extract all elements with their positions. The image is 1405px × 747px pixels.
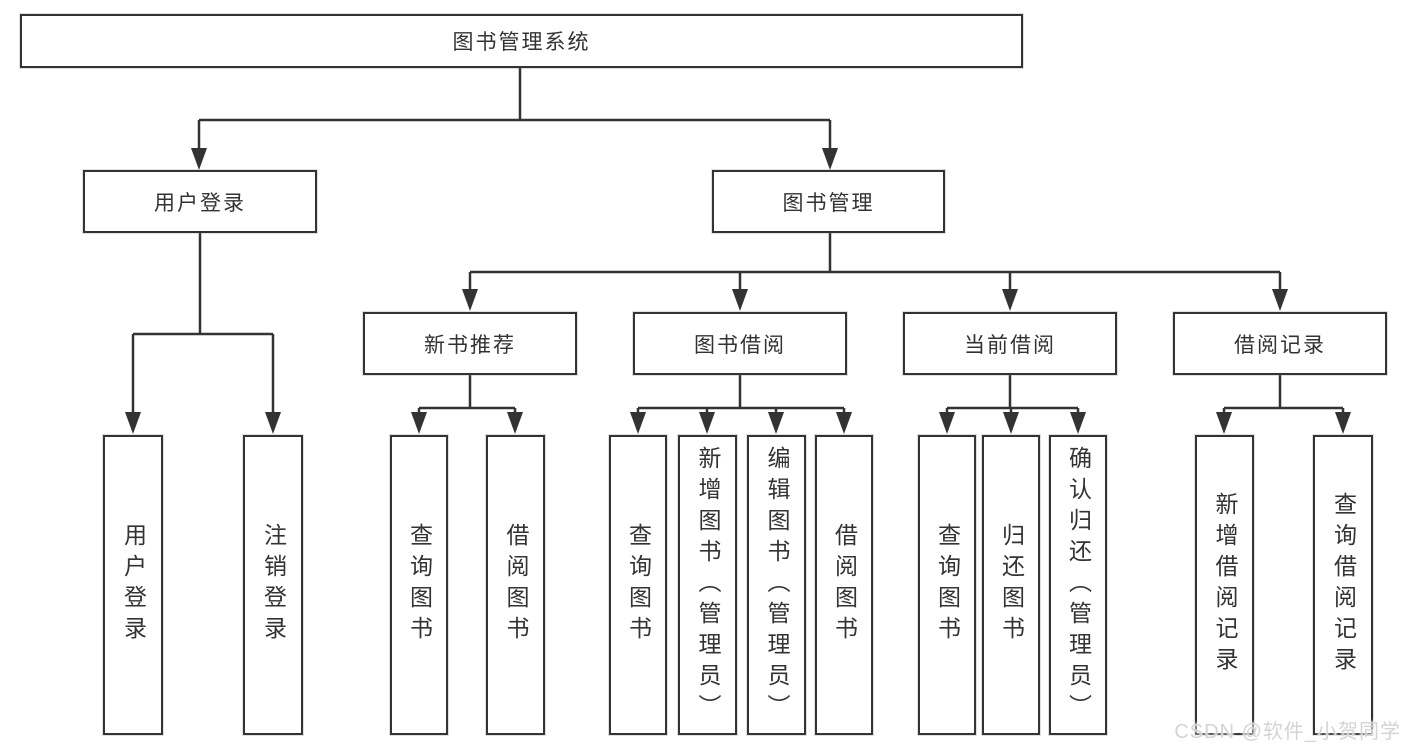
node-label: 图书管理系统 bbox=[452, 31, 591, 54]
node-label: 用户登录 bbox=[154, 191, 246, 215]
node-label: 图书管理 bbox=[782, 191, 875, 215]
leaf-add-books-admin: 新增图书（管理员） bbox=[678, 435, 737, 735]
leaf-query-borrow-record: 查询借阅记录 bbox=[1313, 435, 1373, 735]
leaf-label: 借阅图书 bbox=[831, 523, 858, 647]
leaf-label: 归还图书 bbox=[998, 523, 1025, 647]
leaf-query-books-recommend: 查询图书 bbox=[390, 435, 448, 735]
leaf-edit-books-admin: 编辑图书（管理员） bbox=[747, 435, 806, 735]
node-library-management-system: 图书管理系统 bbox=[20, 14, 1023, 68]
leaf-confirm-return-admin: 确认归还（管理员） bbox=[1049, 435, 1107, 735]
leaf-add-borrow-record: 新增借阅记录 bbox=[1195, 435, 1254, 735]
node-book-management: 图书管理 bbox=[712, 170, 945, 233]
leaf-label: 查询图书 bbox=[625, 523, 652, 647]
leaf-logout: 注销登录 bbox=[243, 435, 303, 735]
watermark: CSDN @软件_小贺同学 bbox=[1174, 721, 1401, 743]
leaf-label: 确认归还（管理员） bbox=[1065, 445, 1092, 725]
node-book-borrowing: 图书借阅 bbox=[633, 312, 847, 375]
leaf-label: 借阅图书 bbox=[503, 523, 529, 647]
leaf-query-books-borrowing: 查询图书 bbox=[609, 435, 667, 735]
node-label: 当前借阅 bbox=[964, 333, 1056, 357]
leaf-label: 新增图书（管理员） bbox=[695, 445, 721, 725]
leaf-label: 新增借阅记录 bbox=[1212, 492, 1238, 678]
leaf-label: 查询图书 bbox=[406, 523, 433, 647]
leaf-label: 注销登录 bbox=[260, 523, 287, 647]
node-borrowing-records: 借阅记录 bbox=[1173, 312, 1387, 375]
node-label: 图书借阅 bbox=[694, 333, 786, 357]
leaf-user-login: 用户登录 bbox=[103, 435, 163, 735]
leaf-label: 用户登录 bbox=[120, 523, 147, 647]
leaf-return-books: 归还图书 bbox=[982, 435, 1040, 735]
node-new-book-recommendation: 新书推荐 bbox=[363, 312, 577, 375]
node-label: 新书推荐 bbox=[424, 333, 516, 357]
leaf-label: 查询借阅记录 bbox=[1330, 492, 1357, 678]
leaf-label: 编辑图书（管理员） bbox=[764, 445, 790, 725]
leaf-borrow-books-recommend: 借阅图书 bbox=[486, 435, 545, 735]
node-label: 借阅记录 bbox=[1234, 333, 1326, 357]
leaf-label: 查询图书 bbox=[934, 523, 961, 647]
leaf-query-books-current: 查询图书 bbox=[918, 435, 976, 735]
node-current-borrowing: 当前借阅 bbox=[903, 312, 1117, 375]
leaf-borrow-books-borrowing: 借阅图书 bbox=[815, 435, 873, 735]
node-user-login: 用户登录 bbox=[83, 170, 317, 233]
arrowheads bbox=[125, 148, 1351, 434]
